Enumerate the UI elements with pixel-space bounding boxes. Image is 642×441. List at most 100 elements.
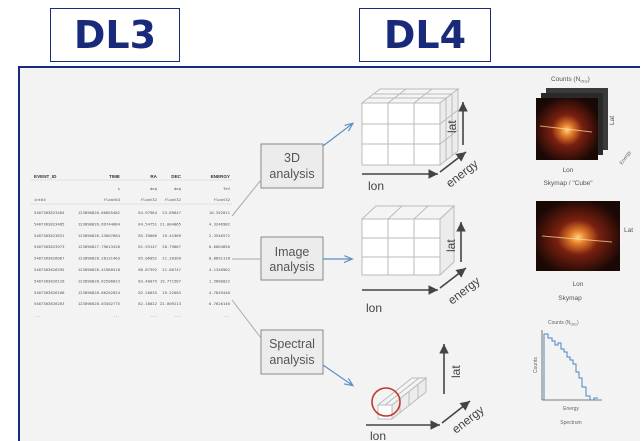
table-cell: 0.7620146 [209,301,231,306]
skymap-image [536,201,620,271]
analysis-box-spectral-line1: Spectral [269,337,315,351]
table-cell: 4.7849440 [209,290,231,295]
cube-caption: Skymap / "Cube" [543,180,593,187]
table-type-cell: float64 [104,197,121,202]
spectrum-line [543,333,598,401]
table-cell: 123890828.28131403 [78,256,121,261]
table-cell: 0.8691118 [209,256,231,261]
cube-lat-side: Lat [609,116,616,125]
table-type-cell: float32 [214,197,231,202]
table-header-cell: DEC [171,174,181,179]
table-cell: 123890826.66805482 [78,210,121,215]
image-lat-label: lat [444,239,458,252]
analysis-box-image-line1: Image [275,245,310,259]
spectral-energy-label: energy [449,403,487,437]
highlight-circle [371,387,401,417]
table-unit-cell: deg [174,186,181,191]
analysis-box-spectral: Spectral analysis [260,329,324,375]
table-cell: 5407363823485 [34,221,65,226]
table-cell: 123890828.41980518 [78,267,121,272]
table-ellipsis: ... [113,313,120,318]
spectral-axes [366,344,471,430]
table-cell: 5407363823831 [34,233,65,238]
table-ellipsis: ... [223,313,230,318]
table-cell: 5407363826263 [34,301,65,306]
table-cell: 123890828.66282024 [78,290,121,295]
table-cell: 19.771587 [160,278,182,283]
table-type-cell: int64 [34,197,46,202]
table-cell: 123890826.23607684 [78,233,121,238]
table-type-cell: float32 [141,197,158,202]
cube-product: Counts (NObs) Lat Energy Lon Skymap / "C… [536,76,633,187]
table-cell: 85.39066 [138,233,157,238]
analysis-box-3d-line1: 3D [284,151,300,165]
analysis-box-spectral-line2: analysis [269,353,314,367]
table-cell: 82.18022 [138,301,157,306]
table-cell: 19.41969 [162,233,181,238]
table-cell: 5407363823973 [34,244,65,249]
table-cell: 5407363826295 [34,267,65,272]
table-cell: 84.54751 [138,221,157,226]
table-cell: 21.004065 [160,221,182,226]
table-cell: 23.89847 [162,210,181,215]
skymap-lon-bottom: Lon [573,281,584,288]
table-cell: 21.20309 [162,256,181,261]
table-cell: 86.87392 [138,267,157,272]
content-panel-frame [18,66,640,441]
table-cell: 123890828.62506823 [78,278,121,283]
output-arrows [322,124,352,385]
cube-energy-side: Energy [619,149,633,166]
spectrum-counts-title: Counts (NObs) [548,320,579,326]
table-cell: 123890826.69744084 [78,221,121,226]
dl3-header: DL3 [50,8,180,62]
skymap-caption: Skymap [558,295,582,302]
analysis-box-3d-line2: analysis [269,167,314,181]
table-cell: 5407363826067 [34,256,65,261]
table-header-cell: RA [150,174,157,179]
spectral-lon-label: lon [370,429,386,441]
cube-lat-label: lat [445,120,459,133]
table-cell: 4.1340962 [209,267,231,272]
table-ellipsis: ... [34,313,41,318]
table-unit-cell: deg [150,186,157,191]
table-header-cell: ENERGY [211,174,230,179]
cube-axes-3d [362,102,468,179]
table-connectors [231,179,262,339]
table-cell: 123890828.03302775 [78,301,121,306]
table-header-cell: TIME [109,174,120,179]
analysis-box-image: Image analysis [260,236,324,281]
cube-lon-label: lon [368,179,384,193]
cube-grid-3d [360,87,460,167]
table-type-cell: float32 [165,197,182,202]
table-cell: 21.80747 [162,267,181,272]
spectral-column [376,376,428,421]
table-cell: 84.97964 [138,210,157,215]
cube-counts-title: Counts (NObs) [551,76,590,84]
cube-energy-label: energy [443,157,481,191]
table-cell: 4.3246982 [209,221,231,226]
image-lon-label: lon [366,301,382,315]
cube-lon-bottom: Lon [563,167,574,174]
table-cell: 82.20035 [138,290,157,295]
table-unit-cell: s [118,186,120,191]
analysis-box-image-line2: analysis [269,260,314,274]
skymap-product: Lat Lon Skymap [536,201,633,302]
table-cell: 0.6804850 [209,244,231,249]
spectrum-caption: Spectrum [560,420,581,426]
spectrum-y-label: Counts [533,357,539,373]
table-cell: 123890827.79613426 [78,244,121,249]
table-cell: 19.22003 [162,290,181,295]
table-cell: 5407363826168 [34,290,65,295]
table-cell: 1.5680022 [209,278,231,283]
table-cell: 22.009213 [160,301,182,306]
table-cell: 81.93147 [138,244,157,249]
table-ellipsis: ... [174,313,181,318]
table-cell: 83.40075 [138,278,157,283]
dl4-header: DL4 [359,8,491,62]
table-cell: 10.352011 [209,210,231,215]
image-grid-2d [360,204,456,277]
spectrum-product: Counts (NObs) Counts Energy Spectrum [533,320,602,426]
spectrum-x-label: Energy [563,406,579,412]
